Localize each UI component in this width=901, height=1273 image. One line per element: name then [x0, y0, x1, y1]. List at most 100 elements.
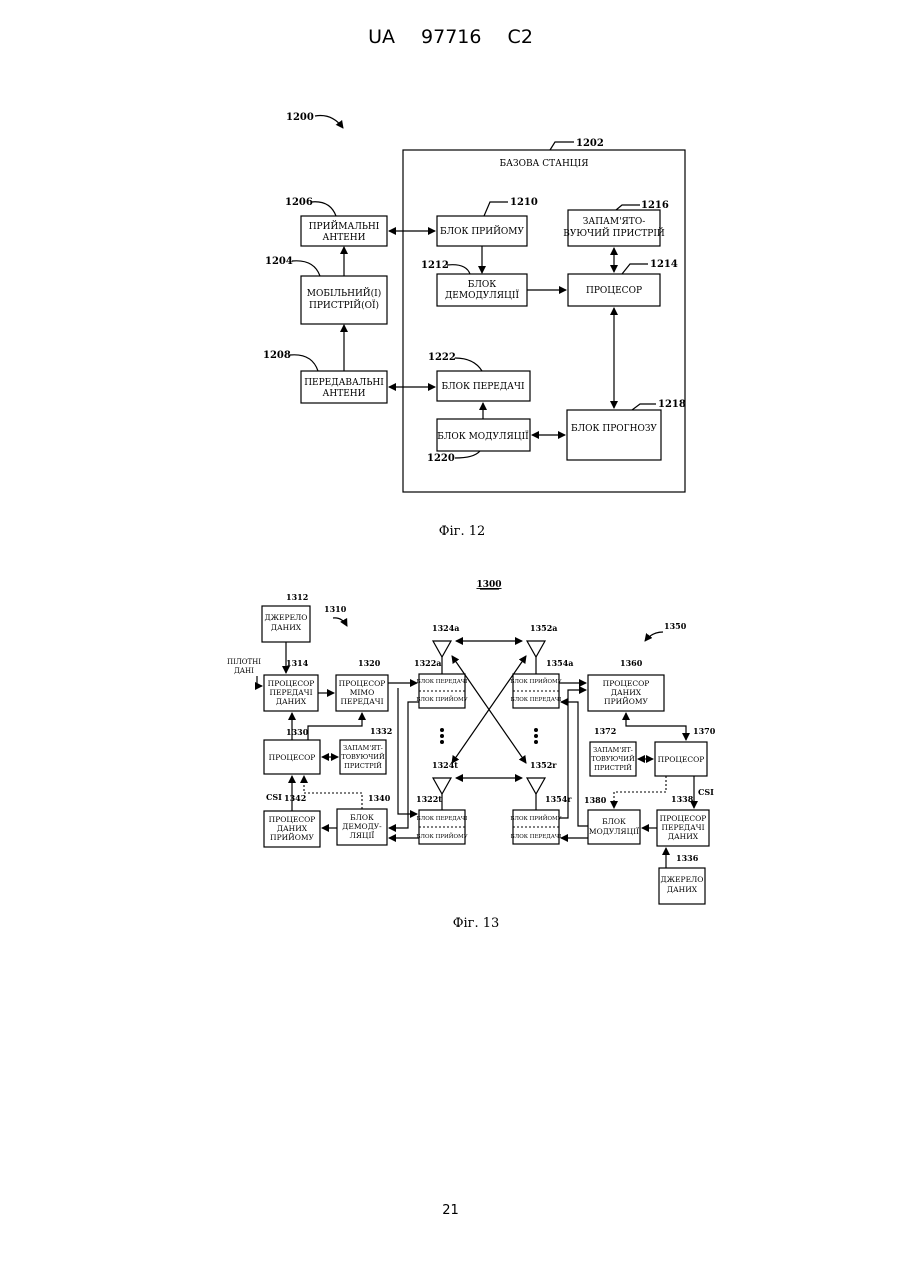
- ref-1322a: 1322a: [414, 658, 441, 668]
- receiver-label: БЛОК ПРИЙОМУ: [440, 225, 525, 237]
- memory-line2: ВУЮЧИЙ ПРИСТРІЙ: [563, 227, 665, 239]
- ref-1338: 1338: [671, 794, 694, 804]
- mimo-processor-line3: ПЕРЕДАЧІ: [340, 697, 383, 706]
- ref-1330: 1330: [286, 727, 309, 737]
- processor-label: ПРОЦЕСОР: [586, 286, 642, 296]
- memory-1-line2: ТОВУЮЧИЙ: [341, 752, 385, 761]
- memory-1-line1: ЗАПАМ'ЯТ-: [343, 744, 383, 752]
- transceiver-1a-bottom: БЛОК ПРИЙОМУ: [416, 695, 467, 703]
- antenna-2r-icon: [527, 778, 545, 810]
- ref-1208: 1208: [263, 350, 291, 361]
- memory-1-line3: ПРИСТРІЙ: [344, 761, 382, 770]
- rx-data-processor-1-line3: ПРИЙОМУ: [270, 833, 314, 842]
- ref-1310-arrow: [333, 618, 347, 626]
- memory-2-line3: ПРИСТРІЙ: [594, 763, 632, 772]
- processor-2-label: ПРОЦЕСОР: [658, 755, 705, 764]
- ref-1218: 1218: [658, 399, 686, 410]
- link-proc2-modulator2-dashed: [614, 776, 666, 808]
- base-station-title: БАЗОВА СТАНЦІЯ: [500, 159, 589, 169]
- demodulator-1-line2: ДЕМОДУ-: [342, 822, 382, 831]
- rx-data-processor-1-line1: ПРОЦЕСОР: [269, 815, 316, 824]
- link-transceiver-1a-demod: [389, 702, 419, 828]
- ref-1220: 1220: [427, 453, 455, 464]
- demodulator-box: [437, 274, 527, 306]
- tx-data-processor-1-line1: ПРОЦЕСОР: [268, 679, 315, 688]
- memory-line1: ЗАПАМ'ЯТО-: [583, 217, 645, 227]
- tx-data-processor-2-line3: ДАНИХ: [668, 832, 699, 841]
- demodulator-line1: БЛОК: [468, 280, 497, 290]
- mimo-processor-line1: ПРОЦЕСОР: [339, 679, 386, 688]
- tx-data-processor-1-line3: ДАНИХ: [276, 697, 307, 706]
- rx-antennas-line1: ПРИЙМАЛЬНІ: [309, 220, 380, 232]
- ref-1360: 1360: [620, 658, 643, 668]
- memory-box: [568, 210, 660, 246]
- data-source-2-line1: ДЖЕРЕЛО: [661, 875, 704, 884]
- transceiver-2a-bottom: БЛОК ПЕРЕДАЧІ: [511, 697, 562, 703]
- ref-1332: 1332: [370, 726, 392, 736]
- demodulator-1-line1: БЛОК: [350, 813, 374, 822]
- ref-1372: 1372: [594, 726, 616, 736]
- mobile-devices-line2: ПРИСТРІЙ(ОЇ): [309, 299, 379, 311]
- figure-13-caption: Фіг. 13: [453, 916, 500, 931]
- memory-2-line1: ЗАПАМ'ЯТ-: [593, 746, 633, 754]
- transmitter-label: БЛОК ПЕРЕДАЧІ: [441, 382, 524, 392]
- link-rxproc2-proc2: [626, 713, 686, 740]
- ref-1212: 1212: [421, 260, 449, 271]
- ref-1324a: 1324a: [432, 623, 459, 633]
- pilot-data-line2: ДАНІ: [234, 667, 254, 675]
- ref-1222: 1222: [428, 352, 456, 363]
- rx-data-processor-2-line2: ДАНИХ: [611, 688, 642, 697]
- modulator-label: БЛОК МОДУЛЯЦІЇ: [437, 430, 529, 442]
- ref-1216: 1216: [641, 200, 669, 211]
- ref-1202: 1202: [576, 138, 604, 149]
- antenna-2a-icon: [527, 641, 545, 674]
- ref-1312: 1312: [286, 592, 308, 602]
- ref-1206-leader: [311, 202, 336, 216]
- ref-1324t: 1324t: [432, 760, 458, 770]
- demodulator-1-line3: ЛЯЦІЇ: [350, 831, 375, 840]
- mimo-processor-line2: МІМО: [350, 688, 374, 697]
- data-source-1-line2: ДАНИХ: [271, 623, 302, 632]
- figure-12: 1200 БАЗОВА СТАНЦІЯ 1202 ПРИЙМАЛЬНІ АНТЕ…: [263, 112, 686, 539]
- memory-2-line2: ТОВУЮЧИЙ: [591, 754, 635, 763]
- ref-1202-leader: [550, 142, 574, 150]
- ref-1342: 1342: [284, 793, 306, 803]
- predictor-label: БЛОК ПРОГНОЗУ: [571, 424, 657, 434]
- ref-1204-leader: [292, 261, 320, 276]
- modulator-2-line1: БЛОК: [602, 817, 626, 826]
- tx-data-processor-2-line1: ПРОЦЕСОР: [660, 814, 707, 823]
- mobile-devices-line1: МОБІЛЬНИЙ(І): [307, 287, 381, 299]
- link-proc1-mimo: [308, 713, 362, 740]
- csi-label-1: CSI: [266, 792, 282, 802]
- ref-1320: 1320: [358, 658, 381, 668]
- ref-1352r: 1352r: [530, 760, 557, 770]
- pilot-data-line1: ПІЛОТНІ: [227, 658, 261, 666]
- ref-1380: 1380: [584, 795, 607, 805]
- figure-13: 1300 1310 1350 ДЖЕРЕЛО ДАНИХ 1312 ПІЛОТН…: [227, 580, 716, 931]
- rx-data-processor-2-line3: ПРИЙОМУ: [604, 697, 648, 706]
- ref-1350: 1350: [664, 621, 687, 631]
- processor-1-label: ПРОЦЕСОР: [269, 753, 316, 762]
- ref-1352a: 1352a: [530, 623, 557, 633]
- transceiver-2a-top: БЛОК ПРИЙОМУ: [510, 677, 561, 685]
- ref-1322t: 1322t: [416, 794, 442, 804]
- data-source-2-line2: ДАНИХ: [667, 885, 698, 894]
- ref-1210: 1210: [510, 197, 538, 208]
- tx-antennas-line2: АНТЕНИ: [323, 389, 366, 399]
- ref-1204: 1204: [265, 256, 293, 267]
- link-demod1-proc1-dashed: [304, 776, 362, 809]
- mobile-devices-box: [301, 276, 387, 324]
- ref-1310: 1310: [324, 604, 347, 614]
- ref-1350-arrow: [645, 632, 663, 641]
- tx-data-processor-1-line2: ПЕРЕДАЧІ: [269, 688, 312, 697]
- data-source-1-line1: ДЖЕРЕЛО: [265, 613, 308, 622]
- ellipsis-dots-right: [534, 728, 538, 744]
- ref-1340: 1340: [368, 793, 391, 803]
- ref-1200: 1200: [286, 112, 314, 123]
- modulator-2-line2: МОДУЛЯЦІЇ: [589, 827, 639, 836]
- link-pilot-txproc: [257, 676, 262, 686]
- ref-1214: 1214: [650, 259, 678, 270]
- demodulator-line2: ДЕМОДУЛЯЦІЇ: [445, 289, 519, 301]
- rx-antennas-line2: АНТЕНИ: [323, 233, 366, 243]
